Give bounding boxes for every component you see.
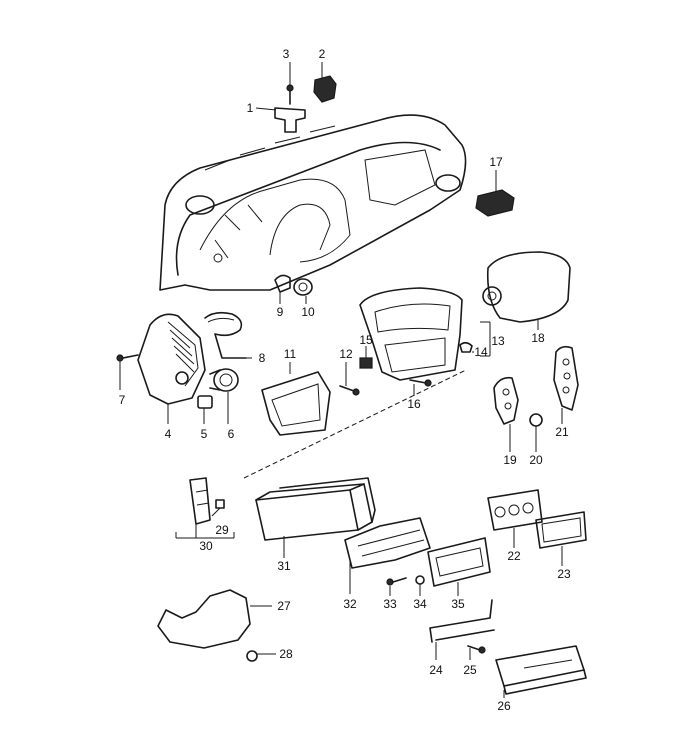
callout-26: 26	[497, 699, 511, 713]
callout-34: 34	[413, 597, 427, 611]
part-12-screw	[339, 385, 360, 396]
callout-20: 20	[529, 453, 543, 467]
callout-4: 4	[165, 427, 172, 441]
part-1-bracket	[274, 107, 306, 133]
callout-35: 35	[451, 597, 465, 611]
part-33-screw	[386, 577, 407, 586]
part-4-side-cover	[137, 313, 206, 405]
part-32-frame	[344, 517, 431, 569]
callout-14: 14	[474, 345, 488, 359]
part-31-radio-unit	[255, 477, 376, 541]
part-34-nut	[415, 575, 425, 585]
leader-lines	[119, 62, 563, 698]
callout-6: 6	[228, 427, 235, 441]
callout-2: 2	[319, 47, 326, 61]
callout-7: 7	[119, 393, 126, 407]
alignment-dashed-line	[243, 369, 467, 479]
callout-29: 29	[215, 523, 229, 537]
callout-32: 32	[343, 597, 357, 611]
part-18-airbag-cover	[482, 251, 571, 323]
callout-23: 23	[557, 567, 571, 581]
callout-17: 17	[489, 155, 503, 169]
callout-13: 13	[491, 334, 505, 348]
callout-1: 3	[283, 47, 290, 61]
callout-27: 27	[277, 599, 291, 613]
callout-28: 28	[279, 647, 293, 661]
callout-3: 1	[247, 101, 254, 115]
part-25-screw	[467, 645, 486, 654]
part-6-ring	[209, 368, 239, 392]
part-2-sensor	[313, 75, 337, 103]
callout-21: 21	[555, 425, 569, 439]
part-30-bracket	[189, 477, 211, 525]
callout-10: 10	[301, 305, 315, 319]
callout-12: 12	[339, 347, 353, 361]
dashboard-carrier	[159, 114, 467, 291]
callout-11: 11	[284, 347, 297, 361]
callout-30: 30	[199, 539, 213, 553]
part-29-clip	[215, 499, 225, 509]
callout-labels: 3 2 1 17 18 4 5 6 7 8 9 10 11 12 13 14 1…	[119, 47, 571, 713]
callout-19: 19	[503, 453, 517, 467]
part-11-holder	[261, 371, 331, 436]
part-21-trim	[553, 345, 579, 411]
part-16-screw	[409, 379, 432, 387]
part-35-cover	[427, 537, 491, 587]
part-26-tray	[495, 645, 587, 695]
callout-24: 24	[429, 663, 443, 677]
part-24-bracket	[429, 599, 495, 643]
part-3-screw	[286, 84, 294, 105]
part-8-bracket	[204, 311, 247, 359]
callout-15: 15	[359, 333, 373, 347]
part-20-knob	[529, 413, 543, 427]
part-27-lower-trim	[157, 589, 251, 649]
part-13-centre-housing	[359, 287, 491, 381]
callout-9: 9	[277, 305, 284, 319]
callout-25: 25	[463, 663, 477, 677]
callout-8: 8	[259, 351, 266, 365]
callout-31: 31	[277, 559, 291, 573]
part-7-screw	[116, 354, 139, 362]
part-14-clip	[459, 341, 473, 353]
callout-18: 18	[531, 331, 545, 345]
callout-22: 22	[507, 549, 521, 563]
part-9-clip	[274, 274, 291, 293]
part-15-clip	[359, 357, 373, 369]
callout-5: 5	[201, 427, 208, 441]
part-10-ring	[293, 278, 313, 296]
part-22-bezel	[487, 489, 543, 531]
callout-16: 16	[407, 397, 421, 411]
part-28-nut	[246, 650, 258, 662]
part-19-trim	[493, 376, 519, 425]
callout-33: 33	[383, 597, 397, 611]
part-5-knob	[197, 395, 213, 409]
part-17-switch	[475, 189, 515, 217]
part-23-frame	[535, 511, 587, 549]
